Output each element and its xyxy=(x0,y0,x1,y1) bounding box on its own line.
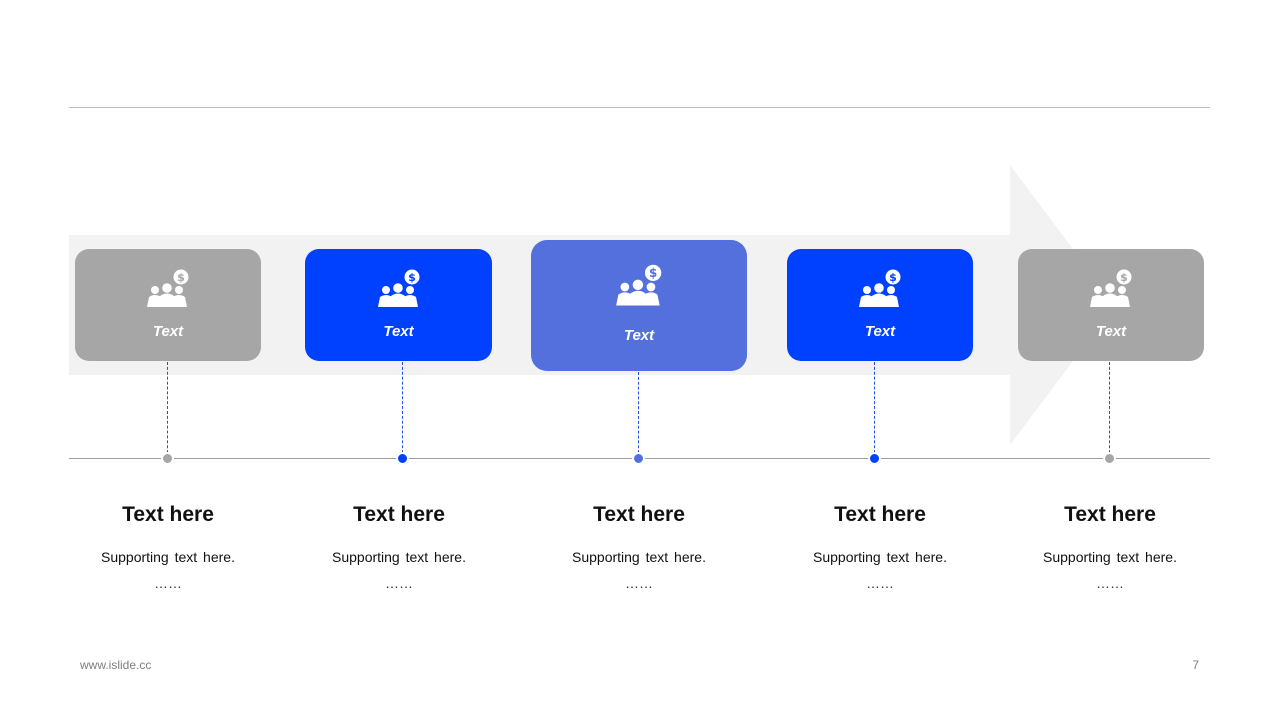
team-money-icon: $ xyxy=(147,269,189,307)
step-ellipsis: …… xyxy=(385,575,413,591)
connector-stem-2 xyxy=(402,362,403,458)
footer-website[interactable]: www.islide.cc xyxy=(80,658,152,672)
step-support: Supporting text here. xyxy=(332,549,466,565)
step-card-5[interactable]: $ Text xyxy=(1018,249,1204,361)
step-title: Text here xyxy=(353,503,445,526)
step-title: Text here xyxy=(1064,503,1156,526)
step-title: Text here xyxy=(122,503,214,526)
team-money-icon: $ xyxy=(616,264,662,306)
step-support: Supporting text here. xyxy=(1043,549,1177,565)
step-card-2[interactable]: $ Text xyxy=(305,249,492,361)
team-money-icon: $ xyxy=(859,269,901,307)
page-number: 7 xyxy=(1192,658,1199,672)
team-money-icon: $ xyxy=(1090,269,1132,307)
step-card-1[interactable]: $ Text xyxy=(75,249,261,361)
connector-stem-5 xyxy=(1109,362,1110,458)
step-card-label: Text xyxy=(152,323,184,340)
svg-text:$: $ xyxy=(408,271,416,284)
connector-stem-4 xyxy=(874,362,875,458)
step-ellipsis: …… xyxy=(866,575,894,591)
step-card-4[interactable]: $ Text xyxy=(787,249,973,361)
timeline-dot-4 xyxy=(868,452,881,465)
step-title: Text here xyxy=(593,503,685,526)
step-card-label: Text xyxy=(623,327,655,344)
step-support: Supporting text here. xyxy=(572,549,706,565)
connector-stem-1 xyxy=(167,362,168,458)
timeline-dot-1 xyxy=(161,452,174,465)
timeline-dot-2 xyxy=(396,452,409,465)
step-ellipsis: …… xyxy=(154,575,182,591)
svg-text:$: $ xyxy=(177,271,185,284)
team-money-icon: $ xyxy=(377,269,419,307)
svg-text:$: $ xyxy=(649,266,657,280)
step-card-label: Text xyxy=(864,323,896,340)
timeline-dot-3 xyxy=(632,452,645,465)
step-support: Supporting text here. xyxy=(813,549,947,565)
step-ellipsis: …… xyxy=(1096,575,1124,591)
step-ellipsis: …… xyxy=(625,575,653,591)
svg-text:$: $ xyxy=(1120,271,1128,284)
step-card-3[interactable]: $ Text xyxy=(531,240,747,371)
svg-text:$: $ xyxy=(889,271,897,284)
step-card-label: Text xyxy=(1095,323,1127,340)
timeline-dot-5 xyxy=(1103,452,1116,465)
connector-stem-3 xyxy=(638,372,639,458)
step-support: Supporting text here. xyxy=(101,549,235,565)
top-rule xyxy=(69,107,1210,108)
step-title: Text here xyxy=(834,503,926,526)
step-card-label: Text xyxy=(383,323,414,340)
